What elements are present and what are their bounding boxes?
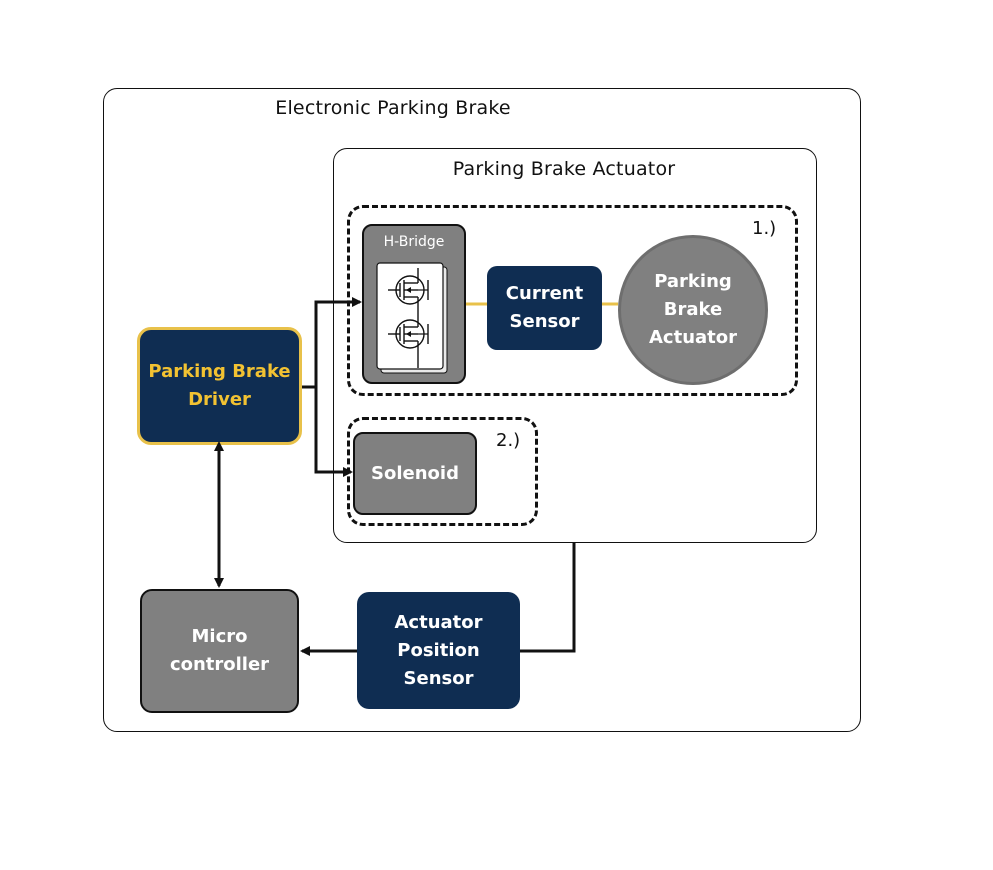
driver-line-1: Parking Brake	[148, 361, 291, 382]
inner-title: Parking Brake Actuator	[452, 158, 676, 180]
actuator-circle-line-3: Actuator	[648, 327, 737, 348]
current-sensor-block: Current Sensor	[487, 266, 602, 350]
group-2-label: 2.)	[496, 430, 521, 451]
parking-brake-driver-block: Parking Brake Driver	[137, 327, 302, 445]
h-bridge-label: H-Bridge	[383, 234, 445, 250]
arrow-driver-to-hbridge	[302, 297, 362, 389]
parking-brake-actuator-circle: Parking Brake Actuator	[618, 235, 768, 385]
position-sensor-line-3: Sensor	[403, 667, 474, 689]
arrow-driver-to-solenoid	[314, 387, 353, 477]
microcontroller-line-2: controller	[169, 654, 270, 675]
actuator-position-sensor-block: Actuator Position Sensor	[357, 592, 520, 709]
solenoid-label: Solenoid	[371, 462, 459, 484]
actuator-circle-line-2: Brake	[663, 299, 723, 320]
driver-line-2: Driver	[188, 389, 251, 410]
solenoid-block: Solenoid	[353, 432, 477, 515]
group-1-label: 1.)	[752, 218, 777, 239]
h-bridge-mosfet-icon	[376, 262, 448, 374]
microcontroller-line-1: Micro	[191, 626, 248, 647]
position-sensor-line-2: Position	[397, 639, 480, 661]
position-sensor-line-1: Actuator	[394, 611, 483, 633]
microcontroller-block: Micro controller	[140, 589, 299, 713]
current-sensor-line-2: Sensor	[509, 311, 580, 332]
actuator-circle-line-1: Parking	[654, 271, 732, 292]
outer-title: Electronic Parking Brake	[275, 97, 511, 119]
wire-actuator-to-position-sensor	[520, 543, 576, 653]
current-sensor-line-1: Current	[505, 283, 584, 304]
